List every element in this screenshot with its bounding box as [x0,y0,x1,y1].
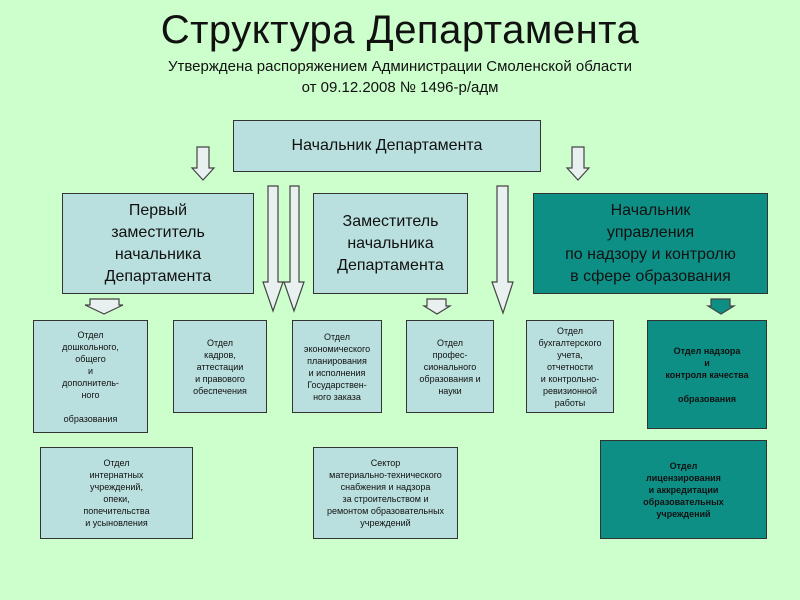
accounting-dept-box: Отдел бухгалтерского учета, отчетности и… [526,320,614,413]
arrow-to-control-head [565,146,591,181]
arrow-deputy-down [421,298,453,315]
control-head-box: Начальник управления по надзору и контро… [533,193,768,294]
head-of-department-box: Начальник Департамента [233,120,541,172]
arrow-control-head-down [705,298,737,315]
deputy-head-box: Заместитель начальника Департамента [313,193,468,294]
first-deputy-box: Первый заместитель начальника Департамен… [62,193,254,294]
preschool-general-dept-box: Отдел дошкольного, общего и дополнитель-… [33,320,148,433]
economic-planning-dept-box: Отдел экономического планирования и испо… [292,320,382,413]
page-subtitle-line2: от 09.12.2008 № 1496-р/адм [301,79,499,96]
arrow-first-deputy-down [84,298,124,315]
staff-legal-dept-box: Отдел кадров, аттестации и правового обе… [173,320,267,413]
arrow-to-accounting-dept [491,185,514,315]
material-supply-sector-box: Сектор материально-технического снабжени… [313,447,458,539]
arrow-to-first-deputy [190,146,216,181]
arrow-to-economic-dept [283,185,305,313]
licensing-dept-box: Отдел лицензирования и аккредитации обра… [600,440,767,539]
supervision-dept-box: Отдел надзора и контроля качества образо… [647,320,767,429]
arrow-to-staff-dept [262,185,284,313]
page-title: Структура Департамента [160,8,640,52]
boarding-institutions-dept-box: Отдел интернатных учреждений, опеки, поп… [40,447,193,539]
page-subtitle-line1: Утверждена распоряжением Администрации С… [167,58,633,75]
vocational-dept-box: Отдел профес- сионального образования и … [406,320,494,413]
